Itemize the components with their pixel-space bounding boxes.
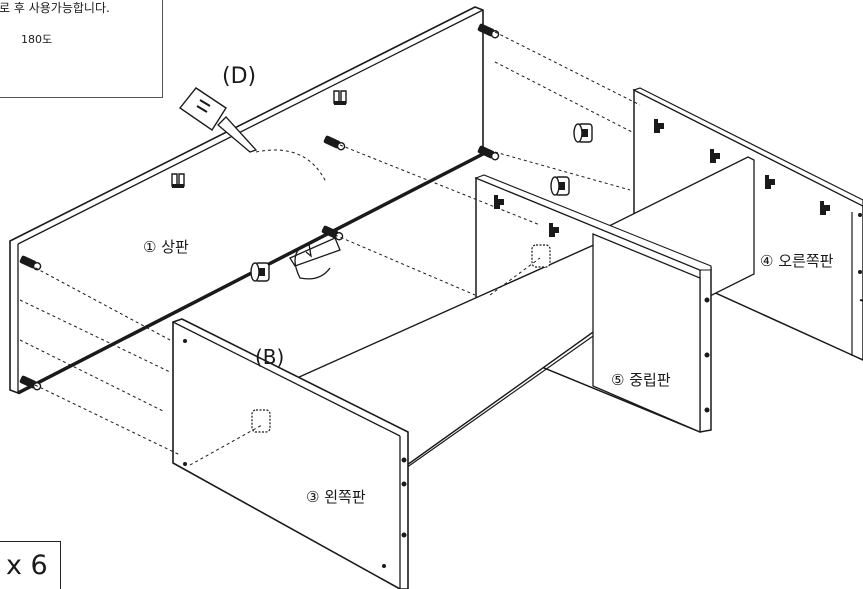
label-fitting-b: (B) <box>255 345 285 369</box>
label-middle-panel: ⑤ 중립판 <box>611 371 671 389</box>
glue-bottle <box>178 87 327 183</box>
label-left-panel: ③ 왼쪽판 <box>306 488 366 506</box>
quantity-box: x 6 <box>0 541 61 589</box>
guide-lines <box>19 31 641 466</box>
inset-instruction-text: 로 후 사용가능합니다. <box>0 1 110 15</box>
label-tool-d: (D) <box>222 64 257 89</box>
dowel-sleeves <box>251 244 551 433</box>
left-panel <box>172 318 409 589</box>
instruction-inset: 로 후 사용가능합니다. 180도 <box>0 0 163 98</box>
label-top-panel: ① 상판 <box>143 238 189 256</box>
middle-panel-front <box>592 233 701 433</box>
label-right-panel: ④ 오른쪽판 <box>760 252 834 270</box>
inset-angle-label: 180도 <box>21 33 53 46</box>
screwdriver <box>289 237 341 280</box>
